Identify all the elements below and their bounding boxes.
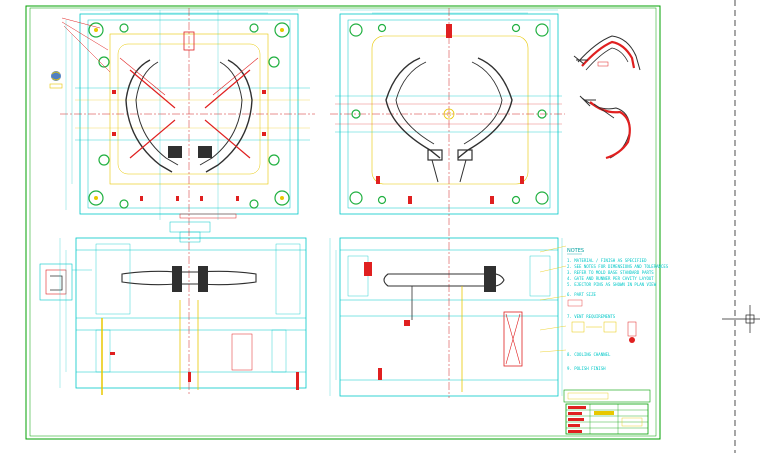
note-line: 1. MATERIAL / FINISH AS SPECIFIED (567, 258, 647, 263)
sheet-border-outer (25, 5, 661, 440)
sheet-border-inner (29, 7, 657, 437)
cursor-crosshair (722, 305, 760, 333)
note-line: 7. VENT REQUIREMENTS (567, 314, 616, 319)
note-line: 4. GATE AND RUNNER PER CAVITY LAYOUT (567, 276, 654, 281)
section-view-right (329, 228, 567, 398)
plan-view-cavity (330, 8, 565, 225)
section-view-left (39, 221, 307, 395)
note-line: 8. COOLING CHANNEL (567, 352, 611, 357)
note-line: 5. EJECTOR PINS AS SHOWN IN PLAN VIEW (567, 282, 657, 287)
note-line: 6. PART SIZE (567, 292, 596, 297)
note-line: 3. REFER TO MOLD BASE STANDARD PARTS (567, 270, 654, 275)
ucs-globe-icon (49, 71, 63, 89)
note-line: 2. SEE NOTES FOR DIMENSIONS AND TOLERANC… (567, 264, 669, 269)
note-line: 9. POLISH FINISH (567, 366, 606, 371)
isometric-part-views (573, 35, 641, 160)
notes-block: NOTES 1. MATERIAL / FINISH AS SPECIFIED … (567, 248, 669, 371)
plan-view-core (49, 8, 315, 225)
title-block (563, 389, 651, 435)
notes-heading: NOTES (567, 248, 584, 254)
